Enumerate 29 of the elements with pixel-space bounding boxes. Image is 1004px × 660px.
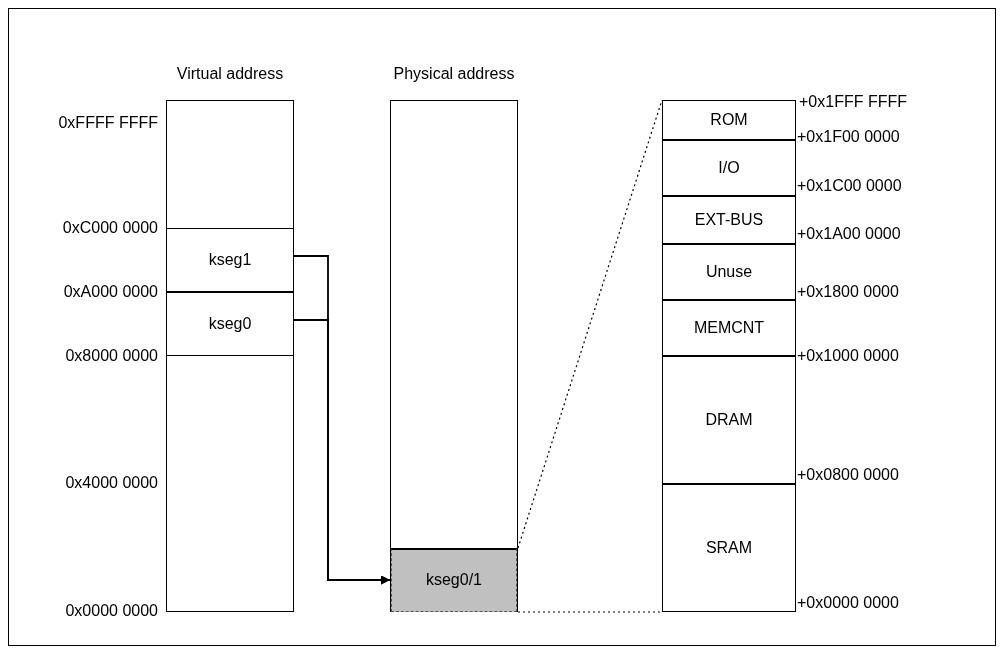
- address-label: +0x1800 0000: [797, 283, 899, 301]
- memory-segment: I/O: [663, 139, 795, 196]
- zoom-line: [517, 611, 663, 613]
- memory-segment: kseg1: [167, 227, 293, 292]
- address-label: +0x0000 0000: [797, 594, 899, 612]
- address-label: +0x1FFF FFFF: [799, 93, 907, 111]
- address-label: +0x1C00 0000: [797, 177, 902, 195]
- memory-segment: DRAM: [663, 355, 795, 484]
- memory-segment: MEMCNT: [663, 299, 795, 356]
- memory-segment: kseg0: [167, 291, 293, 356]
- memory-map-column: [662, 100, 796, 612]
- address-label: +0x1000 0000: [797, 347, 899, 365]
- memory-segment: Unuse: [663, 243, 795, 300]
- address-label: +0x1A00 0000: [797, 225, 901, 243]
- address-label: 0xA000 0000: [63, 283, 158, 301]
- address-label: 0x8000 0000: [65, 347, 158, 365]
- address-label: 0xFFFF FFFF: [58, 114, 158, 132]
- column-heading: Physical address: [392, 65, 516, 83]
- address-label: 0x0000 0000: [65, 602, 158, 620]
- address-label: +0x1F00 0000: [797, 128, 900, 146]
- memory-segment: ROM: [663, 99, 795, 140]
- memory-segment: SRAM: [663, 483, 795, 612]
- address-label: 0xC000 0000: [62, 219, 158, 237]
- column-heading: Virtual address: [175, 65, 285, 83]
- arrow: [293, 319, 391, 585]
- memory-segment: EXT-BUS: [663, 195, 795, 244]
- address-label: +0x0800 0000: [797, 466, 899, 484]
- memory-segment-shaded: kseg0/1: [391, 547, 517, 612]
- address-label: 0x4000 0000: [65, 474, 158, 492]
